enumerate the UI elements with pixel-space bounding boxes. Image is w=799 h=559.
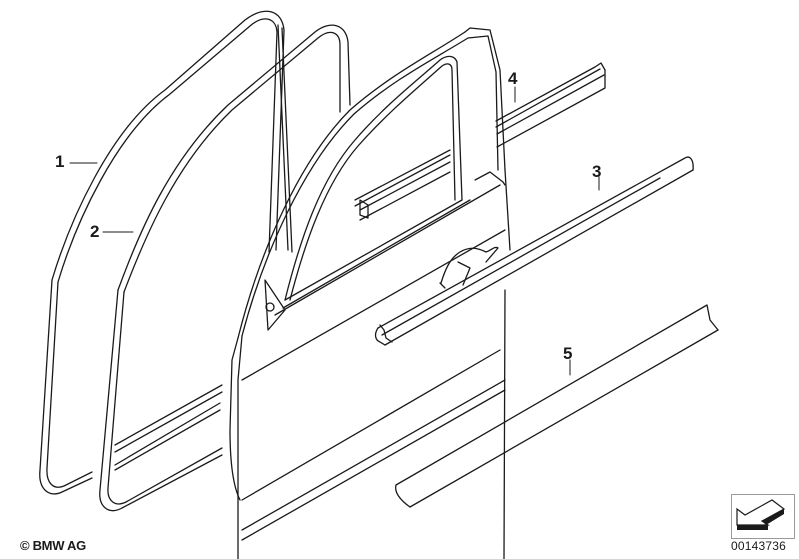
diagram-id: 00143736 <box>731 539 786 553</box>
part-1-outer-door-seal[interactable] <box>39 10 285 495</box>
part-2-inner-door-seal[interactable] <box>99 24 351 512</box>
part-label-2: 2 <box>90 222 100 241</box>
door-shell[interactable] <box>229 27 511 559</box>
part-4-window-channel-strip[interactable] <box>354 62 606 221</box>
part-label-4: 4 <box>508 69 518 88</box>
leader-lines <box>69 86 600 376</box>
part-3-door-moulding[interactable] <box>374 156 694 346</box>
part-label-3: 3 <box>592 162 602 181</box>
part-label-5: 5 <box>563 344 573 363</box>
copyright-text: © BMW AG <box>20 538 86 553</box>
part-label-1: 1 <box>55 152 65 171</box>
part-5-lower-door-moulding[interactable] <box>394 304 719 508</box>
navigation-button[interactable] <box>731 494 795 539</box>
arrow-down-left-icon <box>736 499 786 530</box>
